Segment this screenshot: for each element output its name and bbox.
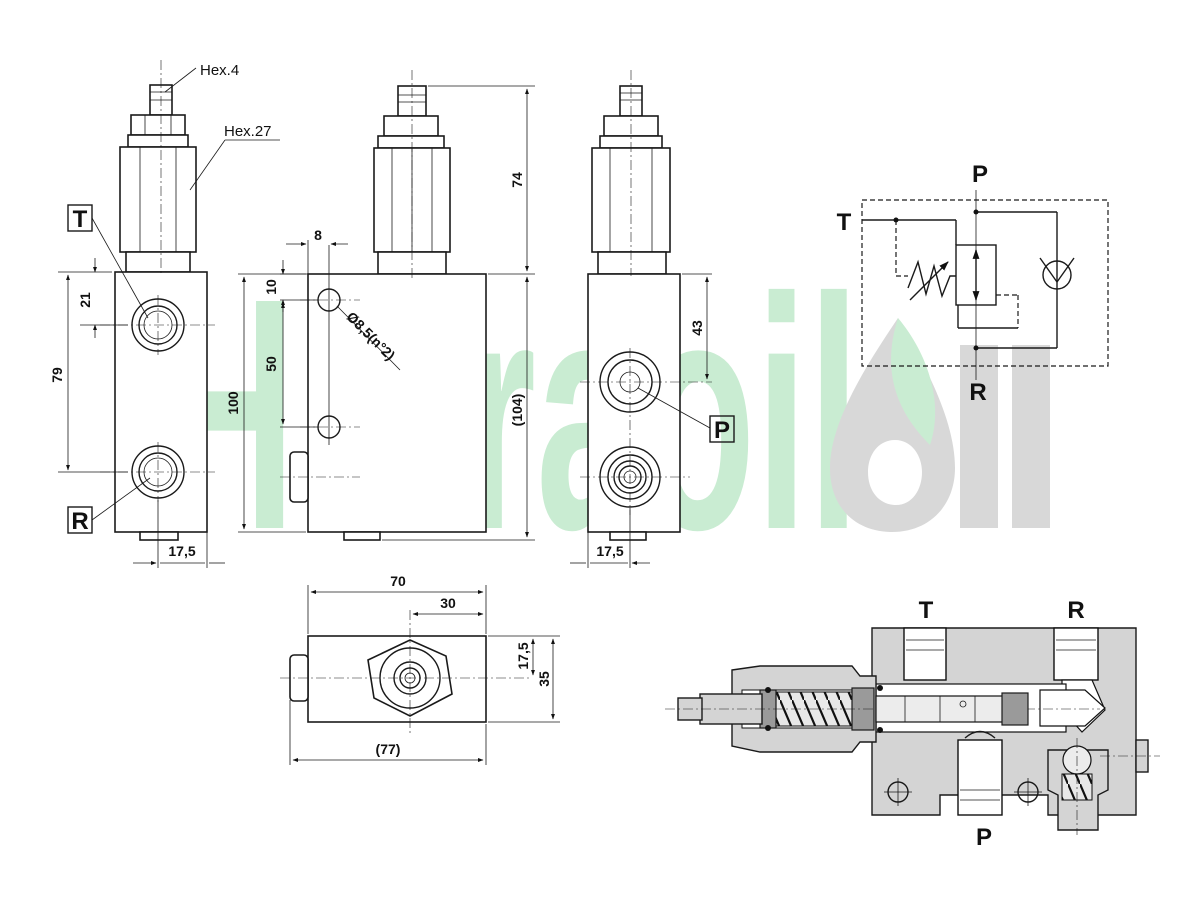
dim-74: 74 — [509, 172, 525, 188]
dim-8: 8 — [314, 227, 322, 243]
watermark-text: Hidraoil — [160, 229, 860, 598]
section-port-t: T — [919, 597, 934, 624]
callout-hex-large: Hex.27 — [224, 123, 272, 140]
dim-17-5-right: 17,5 — [596, 543, 623, 559]
front-view: T R Hex.4 Hex.27 21 79 17,5 — [49, 60, 280, 568]
symbol-port-r: R — [969, 379, 986, 406]
section-port-r: R — [1067, 597, 1084, 624]
dim-50: 50 — [263, 356, 279, 372]
dim-100: 100 — [225, 391, 241, 415]
dim-77: (77) — [376, 741, 401, 757]
dim-10: 10 — [263, 279, 279, 295]
hydraulic-symbol: P T R — [837, 161, 1109, 406]
dim-21: 21 — [77, 292, 93, 308]
dim-17-5-left: 17,5 — [168, 543, 195, 559]
dim-79: 79 — [49, 367, 65, 383]
right-view: P 43 17,5 — [570, 70, 735, 568]
port-label-p: P — [714, 417, 730, 444]
dim-17-5-top: 17,5 — [515, 642, 531, 669]
callout-hex-small: Hex.4 — [200, 62, 239, 79]
symbol-port-t: T — [837, 209, 852, 236]
section-view: T R P — [665, 597, 1160, 851]
dim-43: 43 — [689, 320, 705, 336]
symbol-port-p: P — [972, 161, 988, 188]
dim-30: 30 — [440, 595, 456, 611]
port-label-r: R — [71, 508, 88, 535]
section-port-p: P — [976, 824, 992, 851]
port-label-t: T — [73, 206, 88, 233]
dim-35: 35 — [536, 671, 552, 687]
bottom-view: 70 30 17,5 35 (77) — [280, 573, 560, 765]
dim-104: (104) — [509, 394, 525, 427]
watermark: Hidraoil — [160, 229, 1050, 598]
side-view: Ø8,5(n°2) 8 10 50 100 74 (104) — [225, 70, 535, 541]
dim-70: 70 — [390, 573, 406, 589]
